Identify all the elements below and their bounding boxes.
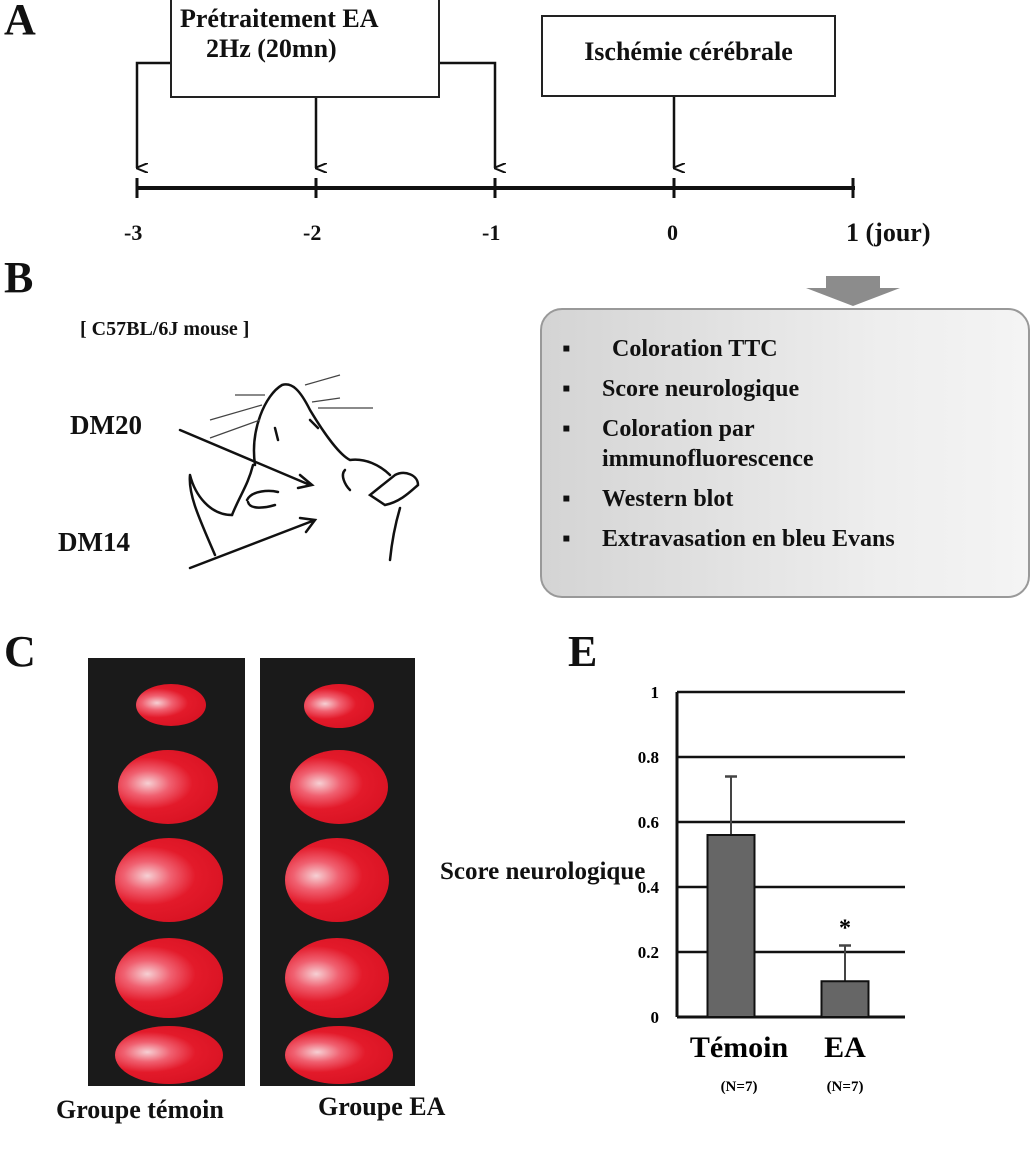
acupoint-label-dm14: DM14 <box>58 527 130 557</box>
sample-size-label: (N=7) <box>827 1079 864 1095</box>
y-tick-label: 0 <box>651 1008 660 1027</box>
ischemia-box: Ischémie cérébrale <box>541 15 836 97</box>
outcome-item: Coloration TTC <box>612 336 778 362</box>
pretreatment-line-2: 2Hz (20mn) <box>206 34 337 63</box>
group-label-ea: Groupe EA <box>318 1092 446 1121</box>
y-tick-label: 0.2 <box>638 943 659 962</box>
panel-e-label: E <box>568 627 598 676</box>
y-tick-label: 0.8 <box>638 748 659 767</box>
tick-label: -3 <box>124 220 143 245</box>
brain-slices-ea <box>260 658 415 1086</box>
outcome-item: Coloration par immunofluorescence <box>602 416 814 472</box>
y-tick-label: 1 <box>651 683 660 702</box>
outcome-item: Extravasation en bleu Evans <box>602 526 895 552</box>
sample-size-label: (N=7) <box>721 1079 758 1095</box>
bullet-icon: ▪ <box>562 486 571 512</box>
y-tick-label: 0.6 <box>638 813 659 832</box>
outcome-measures-box: ▪ Coloration TTC ▪ Score neurologique ▪ Col… <box>540 308 1030 598</box>
y-tick-label: 0.4 <box>638 878 660 897</box>
panel-a-label: A <box>4 0 36 44</box>
tick-label: -2 <box>303 220 322 245</box>
timeline-lines <box>135 61 900 306</box>
panel-b-label: B <box>4 253 34 302</box>
tick-label: 0 <box>667 220 678 245</box>
outcome-item: Western blot <box>602 486 734 512</box>
bullet-icon: ▪ <box>562 526 571 552</box>
pretreatment-line-1: Prétraitement EA <box>180 4 379 33</box>
tick-label: -1 <box>482 220 501 245</box>
outcome-item: Score neurologique <box>602 376 800 402</box>
brain-slices-control <box>88 658 245 1086</box>
bullet-icon: ▪ <box>562 336 571 362</box>
significance-marker: * <box>839 916 851 942</box>
bullet-icon: ▪ <box>562 376 571 402</box>
bar-Témoin <box>706 834 756 1018</box>
x-tick-label: EA <box>824 1031 866 1064</box>
down-arrow-icon <box>806 276 900 306</box>
y-axis-label: Score neurologique <box>440 858 646 885</box>
bullet-icon: ▪ <box>562 416 571 442</box>
panel-c-label: C <box>4 627 36 676</box>
acupoint-label-dm20: DM20 <box>70 410 142 440</box>
mouse-drawing <box>178 374 420 570</box>
group-label-control: Groupe témoin <box>56 1095 224 1124</box>
tick-label: 1 (jour) <box>846 218 931 247</box>
pretreatment-box: Prétraitement EA 2Hz (20mn) <box>170 0 440 98</box>
x-tick-label: Témoin <box>690 1031 789 1064</box>
mouse-strain-label: [ C57BL/6J mouse ] <box>80 318 250 340</box>
bar-EA <box>820 980 870 1018</box>
